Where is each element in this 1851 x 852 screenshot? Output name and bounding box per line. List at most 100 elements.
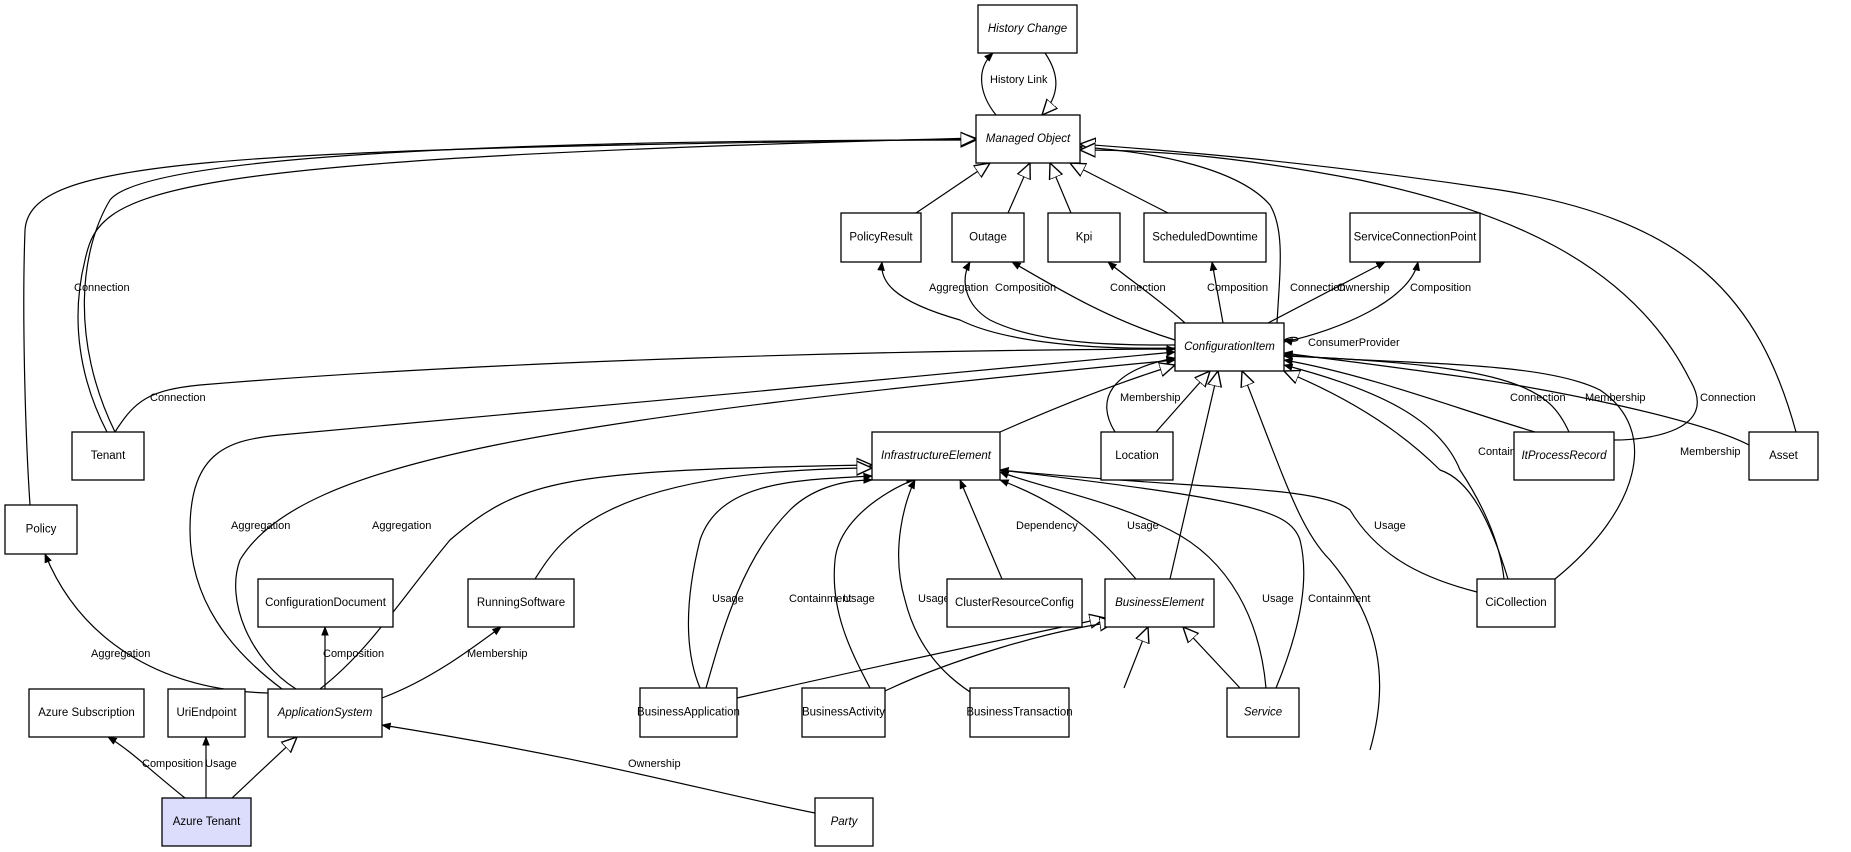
class-node-managed-object[interactable]: Managed Object	[975, 114, 1081, 164]
association-arrow-icon	[107, 736, 186, 799]
generalization-arrow-icon	[1123, 627, 1148, 689]
edge-generalization-party-to-configuration_item	[1242, 371, 1381, 751]
class-box[interactable]	[1100, 431, 1174, 481]
class-node-kpi[interactable]: Kpi	[1047, 212, 1121, 263]
class-node-scheduled-downtime[interactable]: ScheduledDowntime	[1143, 212, 1267, 263]
class-box[interactable]	[1174, 322, 1285, 372]
class-box[interactable]	[1349, 212, 1481, 263]
class-box[interactable]	[951, 212, 1025, 263]
association-arrow-icon	[1209, 261, 1224, 324]
edge-label: Usage	[918, 593, 950, 605]
class-node-cluster-resource-config[interactable]: ClusterResourceConfig	[946, 578, 1083, 628]
class-box[interactable]	[1226, 687, 1300, 738]
class-node-it-process-record[interactable]: ItProcessRecord	[1513, 431, 1615, 481]
edge-association-application_system-to-policy	[44, 553, 269, 694]
edge-generalization-application_system-to-infrastructure_element	[319, 465, 872, 690]
generalization-arrow-icon	[736, 618, 1105, 699]
class-node-location[interactable]: Location	[1100, 431, 1174, 481]
class-node-ci-collection[interactable]: CiCollection	[1476, 578, 1556, 628]
class-node-history-change[interactable]: History Change	[977, 4, 1078, 54]
class-name: BusinessActivity	[802, 707, 885, 719]
association-arrow-icon	[189, 349, 1176, 690]
edge-label: Membership	[1680, 446, 1741, 458]
class-name: Kpi	[1076, 232, 1093, 244]
class-node-business-activity[interactable]: BusinessActivity	[801, 687, 886, 738]
edge-generalization-business_application-to-business_element	[736, 618, 1105, 699]
class-box[interactable]	[28, 688, 145, 738]
class-box[interactable]	[977, 4, 1078, 54]
class-node-tenant[interactable]: Tenant	[71, 431, 145, 481]
edge-association-ci_collection-to-configuration_item	[1283, 351, 1636, 580]
class-node-service-connection-point[interactable]: ServiceConnectionPoint	[1349, 212, 1481, 263]
class-node-policy-result[interactable]: PolicyResult	[840, 212, 922, 263]
class-box[interactable]	[1047, 212, 1121, 263]
class-node-configuration-document[interactable]: ConfigurationDocument	[257, 578, 394, 628]
association-arrow-icon	[77, 134, 977, 433]
class-box[interactable]	[975, 114, 1081, 164]
edge-label: Usage	[1262, 593, 1294, 605]
class-box[interactable]	[814, 797, 874, 847]
edge-generalization-outage-to-managed_object	[1007, 163, 1030, 214]
class-node-uri-endpoint[interactable]: UriEndpoint	[167, 688, 246, 738]
edge-association-configuration_item-to-scheduled_downtime	[1209, 261, 1224, 324]
edge-generalization-tenant-to-managed_object	[83, 140, 976, 433]
class-node-outage[interactable]: Outage	[951, 212, 1025, 263]
edge-generalization-history_change-to-managed_object	[1042, 52, 1056, 115]
class-box[interactable]	[969, 687, 1070, 738]
class-node-azure-subscription[interactable]: Azure Subscription	[28, 688, 145, 738]
edge-association-business_activity-to-infrastructure_element	[833, 476, 916, 689]
class-box[interactable]	[71, 431, 145, 481]
class-node-party[interactable]: Party	[814, 797, 874, 847]
class-node-policy[interactable]: Policy	[4, 504, 78, 555]
edge-association-configuration_item-to-service_connection_point	[1283, 261, 1420, 343]
class-box[interactable]	[161, 797, 252, 847]
class-box[interactable]	[167, 688, 246, 738]
class-node-application-system[interactable]: ApplicationSystem	[267, 688, 383, 738]
association-arrow-icon	[44, 553, 269, 694]
class-box[interactable]	[4, 504, 78, 555]
class-box[interactable]	[257, 578, 394, 628]
edge-generalization-running_software-to-infrastructure_element	[534, 468, 872, 580]
class-box[interactable]	[871, 431, 1001, 481]
class-name: RunningSoftware	[477, 597, 565, 609]
edge-label: Containment	[1308, 593, 1370, 605]
class-box[interactable]	[267, 688, 383, 738]
class-name: Azure Tenant	[173, 816, 241, 828]
class-box[interactable]	[1143, 212, 1267, 263]
edge-association-configuration_item-to-kpi	[1107, 261, 1186, 324]
class-box[interactable]	[467, 578, 575, 628]
edge-label: Ownership	[628, 758, 681, 770]
edge-label: Usage	[1374, 520, 1406, 532]
association-arrow-icon	[1283, 350, 1750, 446]
edge-label: Connection	[1290, 282, 1346, 294]
association-arrow-icon	[235, 357, 1176, 690]
class-box[interactable]	[801, 687, 886, 738]
class-box[interactable]	[1476, 578, 1556, 628]
edge-label: Aggregation	[91, 648, 150, 660]
generalization-arrow-icon	[1169, 371, 1218, 580]
class-box[interactable]	[1104, 578, 1215, 628]
class-box[interactable]	[946, 578, 1083, 628]
association-arrow-icon	[1106, 355, 1176, 433]
association-arrow-icon	[381, 626, 502, 699]
class-node-asset[interactable]: Asset	[1748, 431, 1819, 481]
class-node-business-element[interactable]: BusinessElement	[1104, 578, 1215, 628]
class-node-service[interactable]: Service	[1226, 687, 1300, 738]
class-box[interactable]	[840, 212, 922, 263]
class-node-configuration-item[interactable]: ConfigurationItem	[1174, 322, 1285, 372]
class-node-business-transaction[interactable]: BusinessTransaction	[966, 687, 1073, 738]
association-arrow-icon	[1011, 261, 1176, 341]
class-box[interactable]	[639, 687, 738, 738]
class-box[interactable]	[1748, 431, 1819, 481]
edge-label: Membership	[1120, 392, 1181, 404]
edge-association-asset-to-configuration_item	[1283, 350, 1750, 446]
class-node-azure-tenant[interactable]: Azure Tenant	[161, 797, 252, 847]
edge-generalization-business_element-to-configuration_item	[1169, 371, 1218, 580]
class-box[interactable]	[1513, 431, 1615, 481]
class-node-running-software[interactable]: RunningSoftware	[467, 578, 575, 628]
class-node-business-application[interactable]: BusinessApplication	[637, 687, 740, 738]
generalization-arrow-icon	[1070, 163, 1169, 214]
class-name: ClusterResourceConfig	[955, 597, 1074, 609]
class-node-infrastructure-element[interactable]: InfrastructureElement	[871, 431, 1001, 481]
association-arrow-icon	[1283, 336, 1299, 346]
